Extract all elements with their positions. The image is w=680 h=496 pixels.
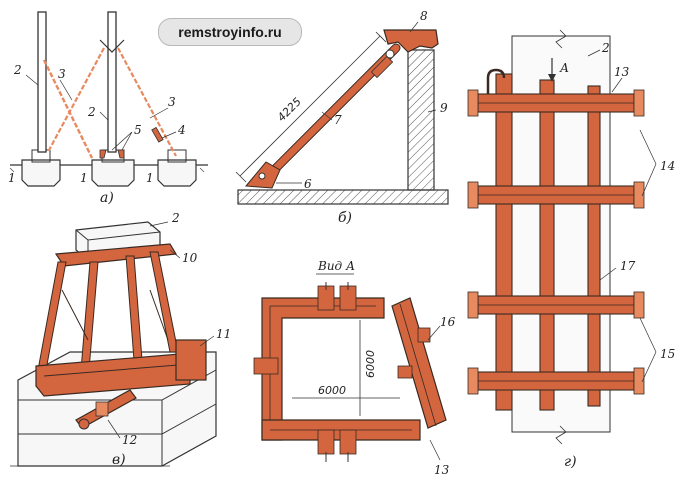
clamp-8 xyxy=(383,29,439,53)
label-bolt-view-a: 13 xyxy=(434,463,450,477)
label-bolt-g: 13 xyxy=(614,65,630,79)
view-a: Вид А 6000 6000 16 13 xyxy=(253,259,456,477)
foundation-right xyxy=(157,149,197,187)
label-base-frame: 11 xyxy=(216,327,231,341)
foundation-left xyxy=(21,149,61,187)
label-anchor: 6 xyxy=(304,177,312,191)
view-a-dim-vertical: 6000 xyxy=(364,350,377,378)
label-base-left: 1 xyxy=(8,171,16,185)
brace-mid-left xyxy=(47,47,105,153)
wedge-right xyxy=(117,149,125,159)
view-a-dim-horizontal: 6000 xyxy=(318,384,346,397)
caption-b: б) xyxy=(338,210,352,226)
label-column-g: 2 xyxy=(601,41,610,55)
floor-slab xyxy=(237,189,449,205)
figure-v: 2 10 11 12 в) xyxy=(10,211,231,468)
post-left xyxy=(495,73,513,411)
view-a-hinge-frame xyxy=(391,297,447,429)
post-mid xyxy=(539,79,555,411)
figure-a: 2 3 2 3 4 5 1 1 1 а) xyxy=(8,11,208,206)
label-hinge-frame: 16 xyxy=(440,315,456,329)
view-a-title: Вид А xyxy=(317,259,355,273)
dimension-line xyxy=(239,35,381,177)
label-column-mid: 2 xyxy=(87,105,96,119)
label-jack: 12 xyxy=(122,433,137,447)
label-column-9: 9 xyxy=(440,101,448,115)
label-column-left: 2 xyxy=(13,63,22,77)
brace-left xyxy=(42,59,94,159)
figure-b: 4225 6 7 8 9 б) xyxy=(235,9,449,226)
label-brace-right: 3 xyxy=(168,95,176,109)
label-strut: 7 xyxy=(334,113,342,127)
watermark: remstroyinfo.ru xyxy=(158,18,302,46)
caption-g: г) xyxy=(564,454,577,470)
dimension-4225: 4225 xyxy=(275,95,304,124)
label-column-v: 2 xyxy=(171,211,180,225)
label-collar: 14 xyxy=(660,159,675,173)
view-marker-a: А xyxy=(559,61,569,75)
label-collar-lower: 15 xyxy=(660,347,675,361)
caption-v: в) xyxy=(112,452,126,468)
label-frame-17: 17 xyxy=(620,259,636,273)
turnbuckle xyxy=(151,126,164,143)
label-clamp: 8 xyxy=(420,9,428,23)
label-wedges: 5 xyxy=(134,123,142,137)
label-brace-left: 3 xyxy=(58,67,66,81)
post-right xyxy=(587,85,601,407)
label-head-frame: 10 xyxy=(182,251,198,265)
figure-g: А 2 13 14 17 15 г) xyxy=(467,29,675,470)
caption-a: а) xyxy=(100,190,114,206)
column-left xyxy=(37,11,47,153)
wedge-left xyxy=(99,149,107,159)
column-mid xyxy=(107,11,117,153)
top-clamp xyxy=(99,39,125,53)
label-base-right: 1 xyxy=(146,171,154,185)
foundation-mid xyxy=(91,149,135,187)
column-9 xyxy=(407,49,435,191)
brace-right xyxy=(117,47,177,157)
label-turnbuckle: 4 xyxy=(177,123,186,137)
label-base-mid: 1 xyxy=(80,171,88,185)
